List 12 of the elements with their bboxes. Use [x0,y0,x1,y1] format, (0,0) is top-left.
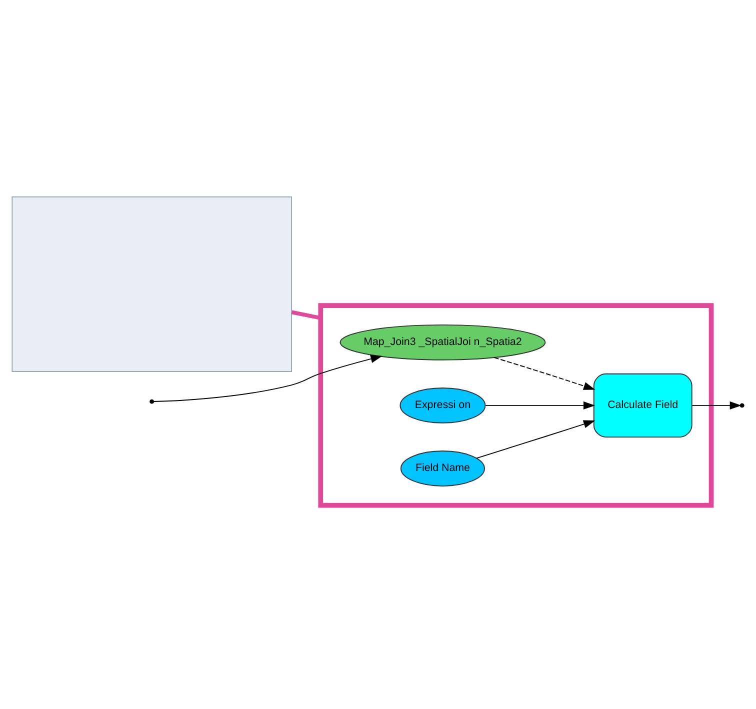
arrow [691,400,742,410]
arrow [494,356,596,390]
node-ellipse: Field Name [400,450,485,486]
node-box: Calculate Field [593,372,692,437]
cluster [318,302,714,508]
arrow [476,420,596,458]
arrow [485,400,596,410]
node-box [12,196,292,372]
connector [291,310,322,320]
node-ellipse: Map_Join3 _SpatialJoi n_Spatia2 [340,324,546,360]
node-ellipse: Expressi on [400,387,486,423]
arrow [153,354,382,402]
